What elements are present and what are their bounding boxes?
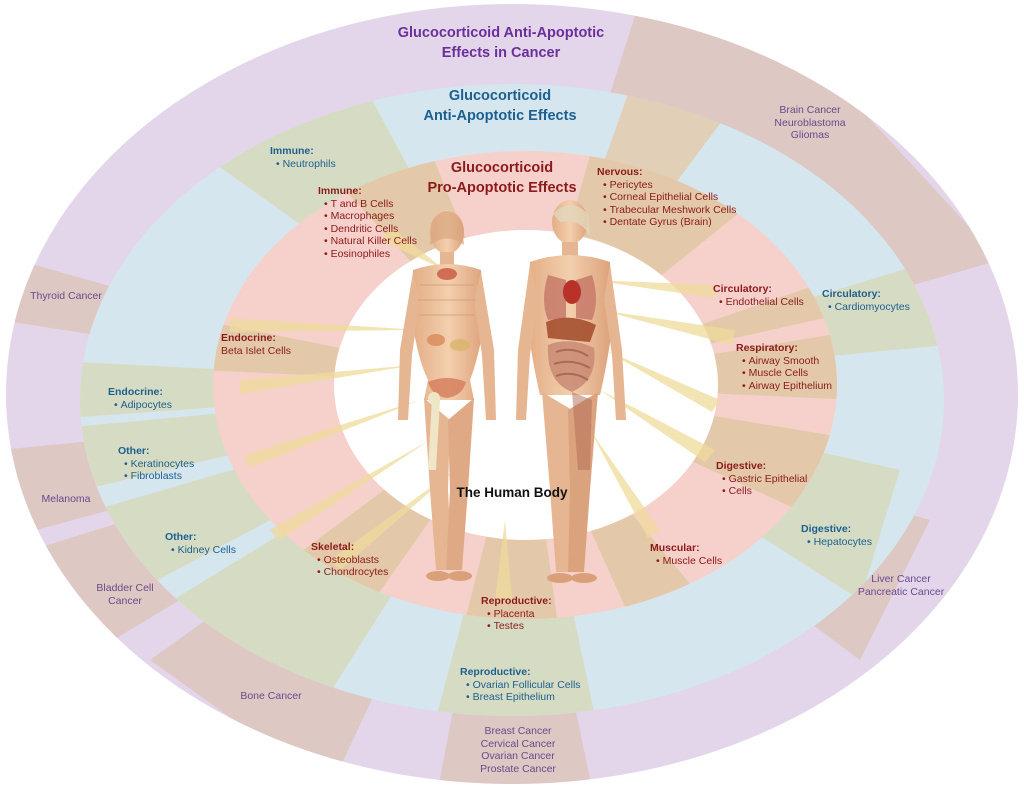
cancer-bone-label: Bone Cancer — [236, 690, 306, 703]
anti-digestive-item: Hepatocytes — [807, 536, 872, 549]
anti-other-item: Fibroblasts — [124, 470, 194, 483]
cancer-breast-label: Breast Cancer Cervical Cancer Ovarian Ca… — [472, 725, 564, 775]
pro-immune-item: Macrophages — [324, 210, 417, 223]
pro-nervous-item: Dentate Gyrus (Brain) — [603, 216, 736, 229]
anti-circulatory-group: Circulatory: Cardiomyocytes — [822, 288, 910, 313]
cancer-label-line: Thyroid Cancer — [30, 290, 102, 302]
anti-other-item: Keratinocytes — [124, 458, 195, 471]
anti-reproductive-heading: Reproductive: — [460, 666, 531, 678]
anti-other-group-1: Other: Keratinocytes Fibroblasts — [118, 445, 194, 483]
anti-other-heading-1: Other: — [118, 445, 150, 457]
pro-skeletal-heading: Skeletal: — [311, 541, 355, 553]
pro-immune-item: Eosinophiles — [324, 248, 417, 261]
pro-respiratory-item: Muscle Cells — [742, 367, 832, 380]
pro-immune-group: Immune: T and B Cells Macrophages Dendri… — [318, 185, 417, 260]
pro-digestive-group: Digestive: Gastric Epithelial Cells — [716, 460, 807, 498]
pro-immune-item: T and B Cells — [324, 198, 417, 211]
anti-immune-group: Immune: Neutrophils — [270, 145, 336, 170]
male-figure — [516, 200, 626, 583]
anti-reproductive-item: Ovarian Follicular Cells — [466, 679, 581, 692]
pro-muscular-item: Muscle Cells — [656, 555, 723, 568]
anti-circulatory-heading: Circulatory: — [822, 288, 881, 300]
pro-reproductive-heading: Reproductive: — [481, 595, 552, 607]
pro-immune-heading: Immune: — [318, 185, 362, 197]
pro-respiratory-group: Respiratory: Airway Smooth Muscle Cells … — [736, 342, 832, 392]
cancer-liver-label: Liver Cancer Pancreatic Cancer — [853, 573, 949, 598]
title-pro-line2: Pro-Apoptotic Effects — [427, 180, 576, 196]
cancer-label-line: Liver Cancer — [871, 573, 931, 585]
pro-nervous-item: Pericytes — [603, 179, 736, 192]
pro-circulatory-heading: Circulatory: — [713, 283, 772, 295]
pro-nervous-group: Nervous: Pericytes Corneal Epithelial Ce… — [597, 166, 736, 229]
anti-digestive-group: Digestive: Hepatocytes — [801, 523, 872, 548]
anti-endocrine-heading: Endocrine: — [108, 386, 163, 398]
anti-endocrine-item: Adipocytes — [114, 399, 172, 412]
pro-immune-item: Natural Killer Cells — [324, 235, 417, 248]
cancer-label-line: Cervical Cancer — [480, 737, 556, 750]
anti-immune-heading: Immune: — [270, 145, 314, 157]
cancer-label-line: Prostate Cancer — [480, 762, 556, 775]
pro-digestive-heading: Digestive: — [716, 460, 767, 472]
cancer-label-line: Breast Cancer — [484, 725, 552, 737]
pro-nervous-heading: Nervous: — [597, 166, 643, 178]
pro-skeletal-group: Skeletal: Osteoblasts Chondrocytes — [311, 541, 388, 579]
title-anti-line1: Glucocorticoid — [449, 88, 551, 104]
pro-reproductive-group: Reproductive: Placenta Testes — [481, 595, 552, 633]
pro-circulatory-item: Endothelial Cells — [719, 296, 804, 309]
cancer-brain-label: Brain Cancer Neuroblastoma Gliomas — [765, 104, 855, 142]
anti-digestive-heading: Digestive: — [801, 523, 852, 535]
pro-endocrine-group: Endocrine: Beta Islet Cells — [221, 332, 291, 357]
light-rays — [230, 228, 735, 600]
pro-reproductive-item: Testes — [487, 620, 552, 633]
cancer-label-line: Melanoma — [41, 493, 91, 505]
cancer-melanoma-label: Melanoma — [36, 493, 96, 506]
pro-respiratory-heading: Respiratory: — [736, 342, 798, 354]
pro-muscular-group: Muscular: Muscle Cells — [650, 542, 722, 567]
pro-digestive-item: Cells — [722, 485, 807, 498]
pro-skeletal-item: Osteoblasts — [317, 554, 388, 567]
pro-skeletal-item: Chondrocytes — [317, 566, 389, 579]
title-anti-line2: Anti-Apoptotic Effects — [423, 108, 576, 124]
anti-immune-item: Neutrophils — [276, 158, 336, 171]
pro-circulatory-group: Circulatory: Endothelial Cells — [713, 283, 804, 308]
cancer-bladder-label: Bladder Cell Cancer — [90, 582, 160, 607]
anti-other-heading-2: Other: — [165, 531, 197, 543]
anti-endocrine-group: Endocrine: Adipocytes — [108, 386, 172, 411]
cancer-label-line: Brain Cancer — [779, 104, 841, 116]
cancer-label-line: Ovarian Cancer — [481, 750, 555, 762]
titles: Glucocorticoid Anti-Apoptotic Effects in… — [398, 25, 604, 500]
pro-respiratory-item: Airway Smooth — [742, 355, 832, 368]
cancer-thyroid-label: Thyroid Cancer — [26, 290, 106, 303]
cancer-label-line: Cancer — [108, 594, 142, 607]
anti-other-group-2: Other: Kidney Cells — [165, 531, 236, 556]
cancer-label-line: Bladder Cell — [96, 582, 154, 594]
cancer-label-line: Pancreatic Cancer — [857, 585, 945, 598]
pro-nervous-item: Corneal Epithelial Cells — [603, 191, 736, 204]
title-human-body: The Human Body — [456, 485, 567, 500]
title-cancer-line2: Effects in Cancer — [442, 45, 561, 61]
anti-circulatory-item: Cardiomyocytes — [828, 301, 910, 314]
pro-muscular-heading: Muscular: — [650, 542, 700, 554]
anti-other-item: Kidney Cells — [171, 544, 236, 557]
pro-respiratory-item: Airway Epithelium — [742, 380, 832, 393]
anti-reproductive-group: Reproductive: Ovarian Follicular Cells B… — [460, 666, 581, 704]
female-figure — [398, 210, 496, 581]
pro-reproductive-item: Placenta — [487, 608, 552, 621]
pro-endocrine-item: Beta Islet Cells — [221, 344, 292, 357]
cancer-label-line: Neuroblastoma — [774, 116, 846, 129]
pro-endocrine-heading: Endocrine: — [221, 332, 276, 344]
pro-immune-item: Dendritic Cells — [324, 223, 417, 236]
title-pro-line1: Glucocorticoid — [451, 160, 553, 176]
anti-reproductive-item: Breast Epithelium — [466, 691, 581, 704]
cancer-label-line: Gliomas — [790, 129, 830, 141]
pro-digestive-item: Gastric Epithelial — [722, 473, 808, 486]
cancer-label-line: Bone Cancer — [240, 690, 302, 702]
pro-nervous-item: Trabecular Meshwork Cells — [603, 204, 737, 217]
title-cancer-line1: Glucocorticoid Anti-Apoptotic — [398, 25, 604, 41]
